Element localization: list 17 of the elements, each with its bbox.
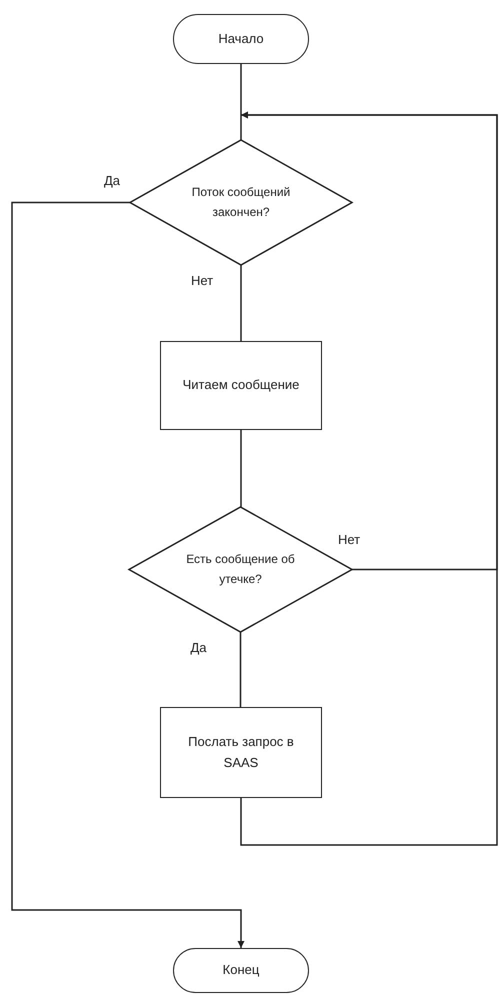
connector-line xyxy=(240,64,242,140)
connector-line xyxy=(240,112,498,846)
node-label: Есть сообщение об утечке? xyxy=(185,551,296,588)
terminal-shape xyxy=(173,14,309,64)
connector-line xyxy=(11,202,244,948)
node-label: Начало xyxy=(218,30,264,48)
connector-line xyxy=(240,265,242,341)
node-label: Послать запрос в SAAS xyxy=(187,732,295,772)
connector-line xyxy=(240,632,242,707)
decision-diamond xyxy=(130,140,352,265)
process-box xyxy=(160,707,322,798)
connector-line xyxy=(240,430,242,507)
node-label: Поток сообщений закончен? xyxy=(190,184,292,220)
process-box xyxy=(160,341,322,430)
node-label: Читаем сообщение xyxy=(182,376,300,394)
terminal-shape xyxy=(173,948,309,993)
node-label: Конец xyxy=(222,961,260,980)
